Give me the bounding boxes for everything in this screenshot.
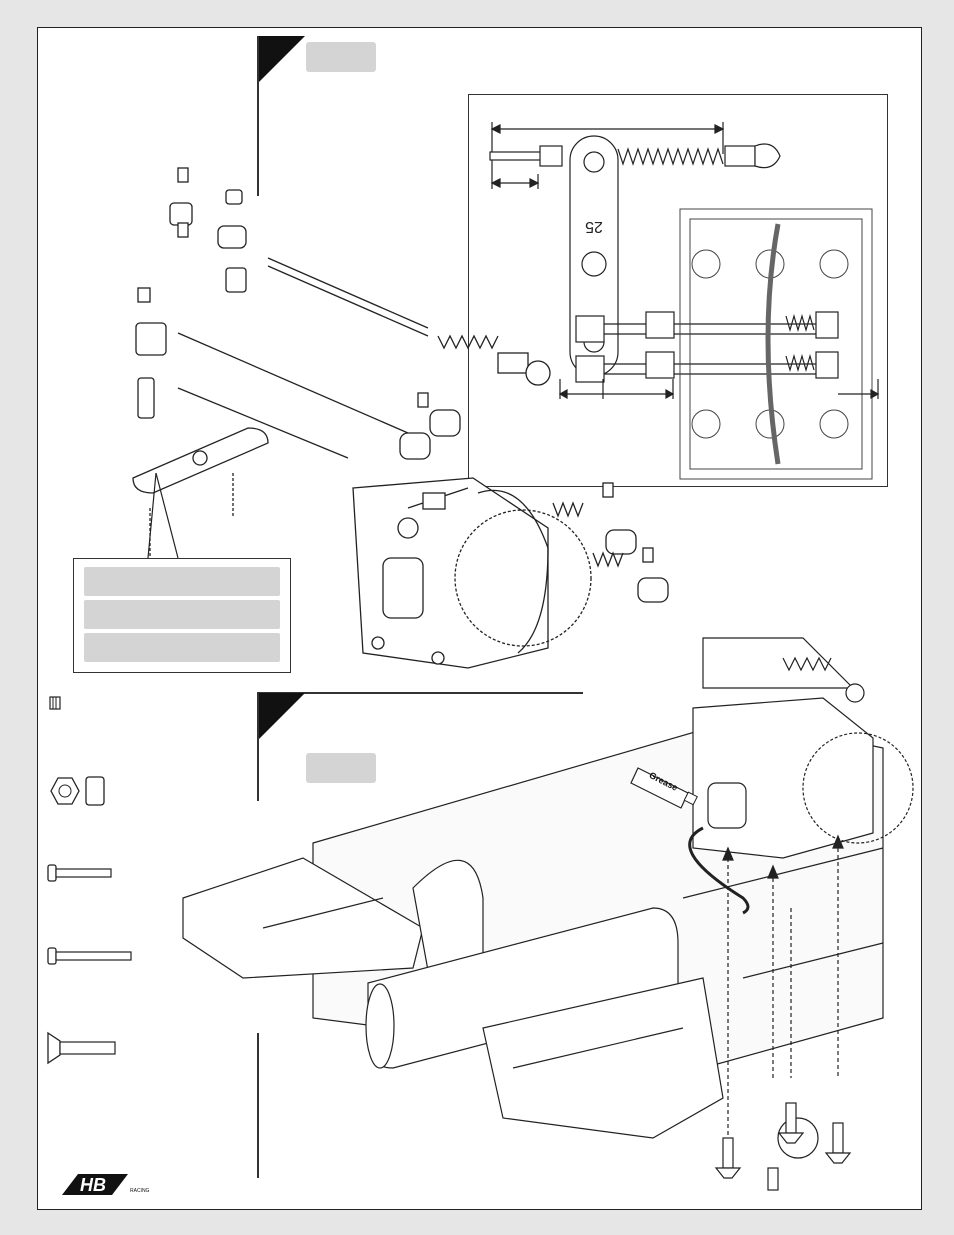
step-one-rule [257,36,259,196]
steering-detail-drawing: 25 [489,122,880,480]
instruction-page: 25 [37,27,922,1210]
flat-head-screw-icon [47,1031,116,1065]
callout-bar-1 [84,567,280,596]
step-two-rule-upper [257,693,259,801]
set-screw-icon [49,696,61,710]
long-screw-icon [47,947,132,965]
callout-bar-2 [84,600,280,629]
callout-leader [147,472,179,559]
button-head-screw-icon [47,864,112,882]
hb-racing-logo: HB RACING [62,1174,150,1195]
detail-inset-frame [468,94,888,487]
steering-plate-number: 25 [585,218,603,235]
step-two-number-box [306,753,376,783]
step-two-chassis-view: Grease [182,637,914,1191]
step-one-callout-box [73,558,291,673]
step-one-marker [257,36,305,84]
logo-subtext: RACING [130,1188,150,1194]
step-one-exploded-view [132,167,669,669]
step-two-top-rule [257,692,583,694]
logo-text: HB [80,1175,106,1195]
step-two-rule-lower [257,1033,259,1178]
callout-bar-3 [84,633,280,662]
lock-nut-icon [50,776,105,806]
step-one-number-box [306,42,376,72]
step-two-marker [257,693,305,741]
